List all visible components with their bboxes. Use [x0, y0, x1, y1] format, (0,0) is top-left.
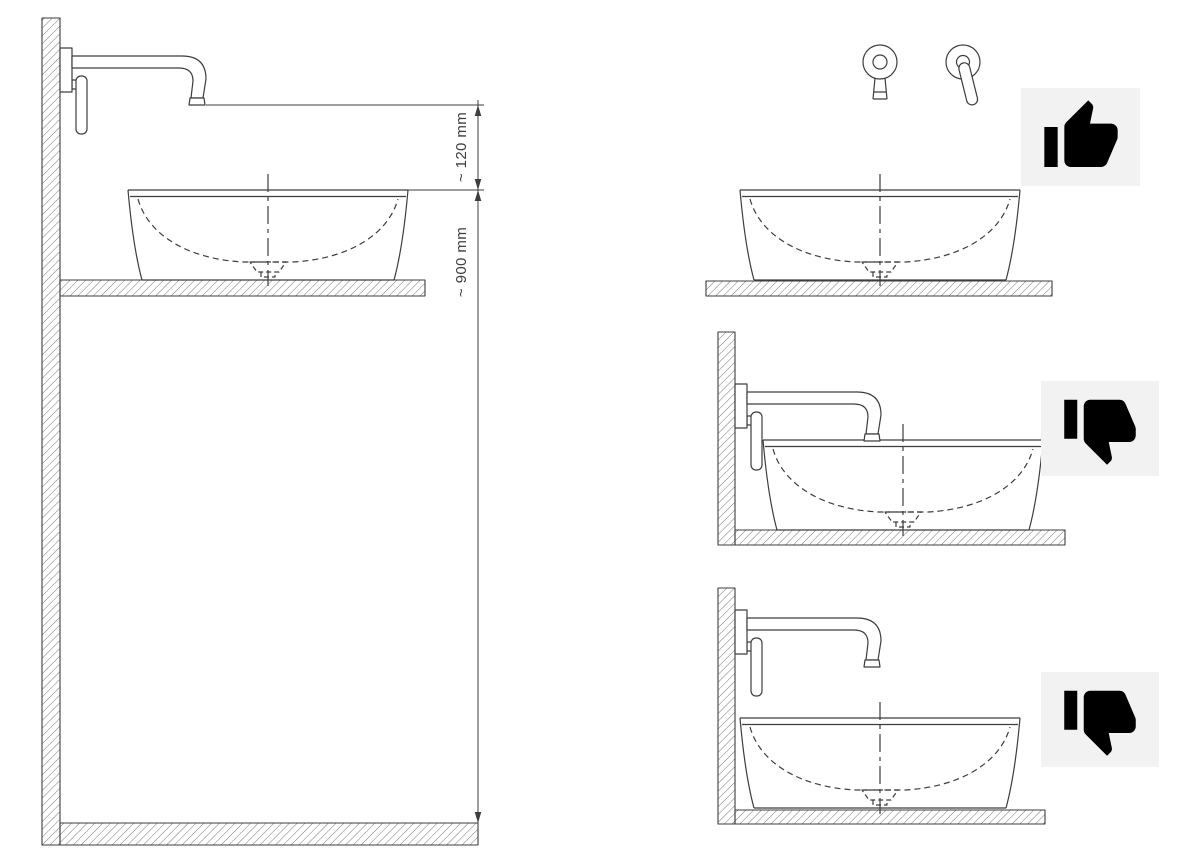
countertop-section: [59, 279, 426, 297]
thumbs-down-icon: [1064, 690, 1136, 756]
floor-section: [59, 822, 479, 846]
wall-mounted-faucet-side-view: [59, 47, 207, 135]
wall-mounted-faucet-side-view: [734, 609, 882, 697]
verdict-box-wrong-middle: [1041, 381, 1159, 476]
wall-section: [717, 587, 736, 825]
main-installation-diagram: ~ 120 mm ~ 900 mm: [41, 17, 484, 846]
example-wrong-spout-too-low: [717, 331, 1066, 546]
dimension-label-rim-to-floor: ~ 900 mm: [453, 227, 470, 297]
faucet-front-view: [862, 44, 981, 106]
basin-front-view: [739, 173, 1021, 287]
basin-side-view: [762, 423, 1044, 537]
wall-section: [717, 331, 736, 546]
countertop-section: [734, 809, 1046, 825]
dimension-lines: [206, 100, 484, 828]
dimension-label-spout-to-rim: ~ 120 mm: [453, 112, 470, 182]
thumbs-up-icon: [1043, 100, 1118, 167]
example-correct: [705, 44, 1053, 297]
wall-section: [41, 17, 61, 846]
basin-side-view: [127, 173, 409, 287]
basin-side-view: [739, 701, 1021, 815]
countertop-section: [734, 529, 1066, 546]
verdict-box-wrong-bottom: [1041, 672, 1159, 767]
thumbs-down-icon: [1064, 399, 1136, 465]
countertop-section: [705, 280, 1053, 297]
verdict-box-correct: [1021, 88, 1140, 186]
wall-mounted-faucet-side-view: [734, 383, 882, 471]
example-wrong-low-clearance: [717, 587, 1046, 825]
